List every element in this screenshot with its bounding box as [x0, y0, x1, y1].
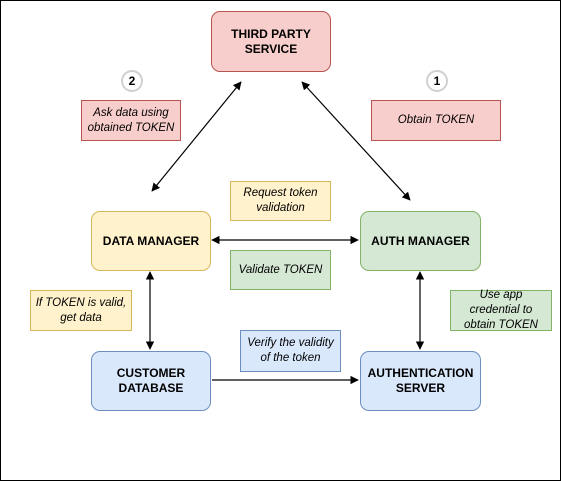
step-2-badge: 2 [121, 70, 143, 92]
edge-third-party-data-manager [151, 81, 242, 192]
obtain-token-note: Obtain TOKEN [371, 100, 501, 141]
edge-third-party-auth-manager [301, 81, 411, 201]
step-1-badge: 1 [426, 70, 448, 92]
data-manager-node[interactable]: DATA MANAGER [91, 211, 211, 271]
ask-data-note: Ask data using obtained TOKEN [81, 100, 181, 141]
authentication-server-node[interactable]: AUTHENTICATION SERVER [360, 351, 481, 411]
validate-token-note: Validate TOKEN [230, 250, 331, 290]
request-validation-note: Request token validation [230, 181, 331, 221]
use-credential-note: Use app credential to obtain TOKEN [450, 289, 552, 331]
third-party-service-node[interactable]: THIRD PARTY SERVICE [211, 11, 331, 72]
customer-database-node[interactable]: CUSTOMER DATABASE [91, 351, 211, 411]
auth-manager-node[interactable]: AUTH MANAGER [360, 211, 481, 271]
if-token-valid-note: If TOKEN is valid, get data [30, 290, 132, 331]
verify-validity-note: Verify the validity of the token [240, 330, 341, 372]
